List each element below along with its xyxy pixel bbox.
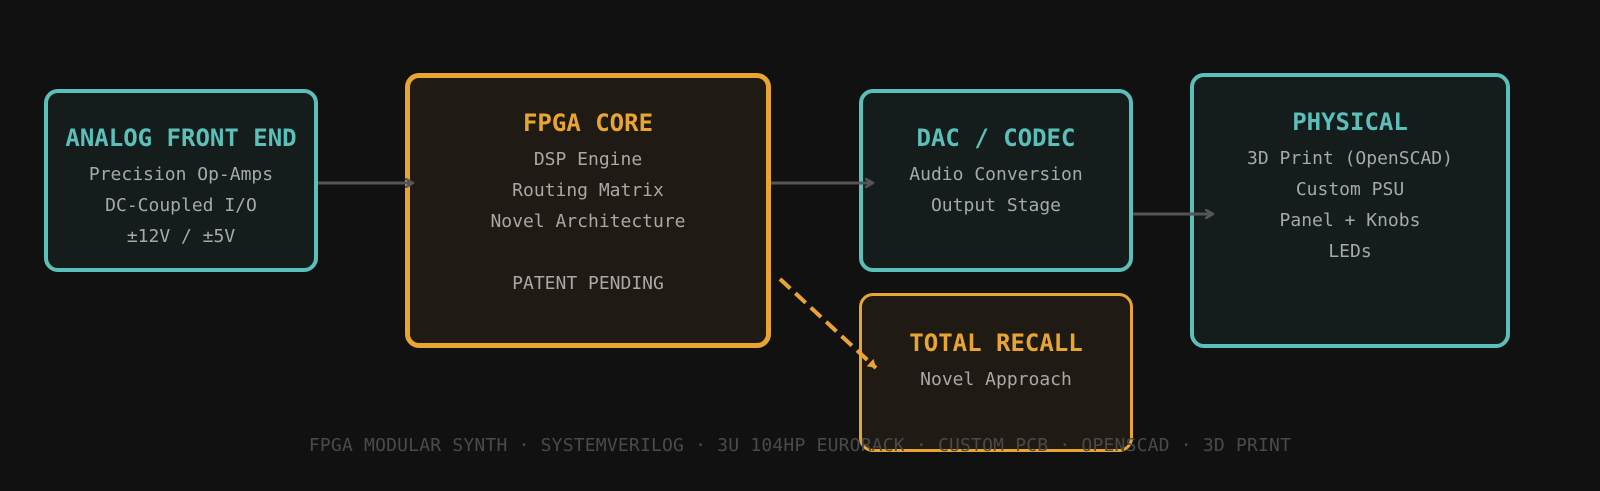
analog-line-2: DC-Coupled I/O [105, 195, 257, 216]
fpga-line-1: DSP Engine [533, 149, 643, 170]
fpga-core-block: FPGA CORE DSP Engine Routing Matrix Nove… [405, 73, 771, 348]
analog-line-3: ±12V / ±5V [126, 226, 236, 247]
analog-front-end-title: ANALOG FRONT END [65, 124, 297, 152]
arrow-fpga-to-recall [778, 277, 878, 370]
dac-line-2: Output Stage [930, 195, 1062, 216]
physical-line-2: Custom PSU [1295, 179, 1405, 200]
footer-tagline: FPGA MODULAR SYNTH · SYSTEMVERILOG · 3U … [308, 435, 1292, 456]
physical-line-3: Panel + Knobs [1279, 210, 1421, 231]
fpga-line-2: Routing Matrix [512, 180, 664, 201]
dac-codec-block: DAC / CODEC Audio Conversion Output Stag… [859, 89, 1133, 272]
dac-codec-title: DAC / CODEC [916, 124, 1076, 152]
fpga-patent-pending: PATENT PENDING [512, 273, 664, 294]
dac-line-1: Audio Conversion [909, 164, 1083, 185]
fpga-core-title: FPGA CORE [522, 109, 654, 137]
physical-line-1: 3D Print (OpenSCAD) [1247, 148, 1453, 169]
total-recall-title: TOTAL RECALL [909, 329, 1083, 357]
recall-line-1: Novel Approach [920, 369, 1072, 390]
physical-block: PHYSICAL 3D Print (OpenSCAD) Custom PSU … [1190, 73, 1510, 348]
fpga-line-3: Novel Architecture [490, 211, 686, 232]
analog-front-end-block: ANALOG FRONT END Precision Op-Amps DC-Co… [44, 89, 318, 272]
analog-line-1: Precision Op-Amps [88, 164, 274, 185]
physical-title: PHYSICAL [1292, 108, 1408, 136]
physical-line-4: LEDs [1328, 241, 1372, 262]
total-recall-block: TOTAL RECALL Novel Approach [859, 293, 1133, 452]
